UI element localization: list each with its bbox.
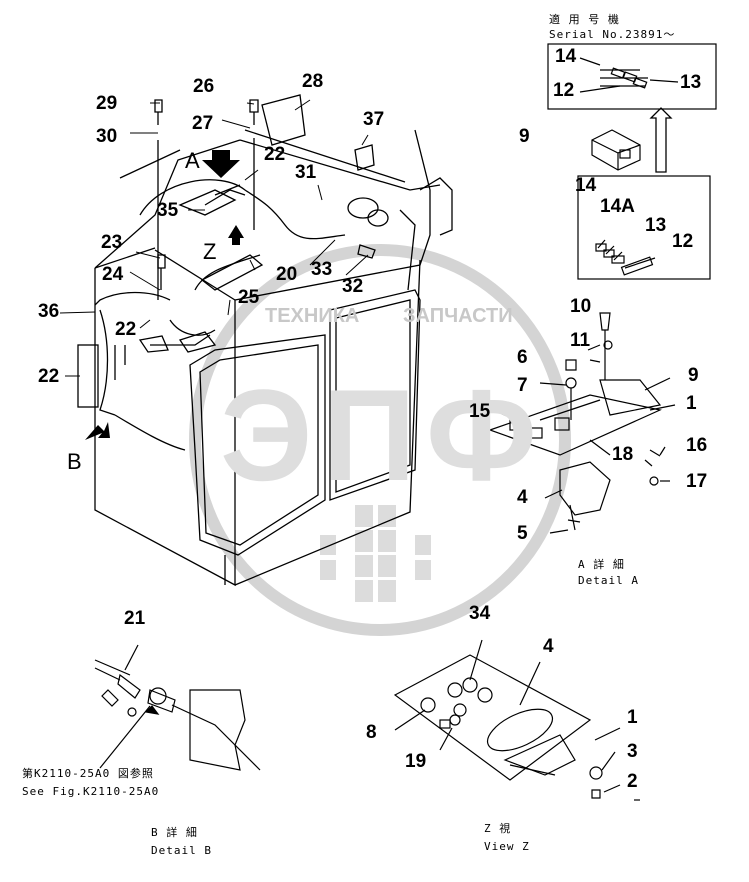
serial-box (547, 43, 717, 110)
serial-caption-en: Serial No.23891～ (549, 28, 676, 41)
callout-17: 17 (686, 471, 708, 492)
detail-b (94, 644, 261, 771)
callout-22-top: 22 (264, 144, 286, 165)
callout-37: 37 (363, 109, 385, 130)
callout-25: 25 (238, 287, 260, 308)
callout-31: 31 (295, 162, 317, 183)
wire-harness (77, 99, 376, 451)
serial-callout-12: 12 (553, 80, 575, 101)
callout-29: 29 (96, 93, 118, 114)
arrow-a-icon (202, 150, 240, 178)
watermark-right: ЗАПЧАСТИ (403, 305, 513, 327)
callout-33: 33 (311, 259, 333, 280)
detail-b-caption-jp: B 詳 細 (151, 826, 198, 839)
callout-8: 8 (366, 722, 377, 743)
serial-callout-14: 14 (555, 46, 577, 67)
callout-4-z: 4 (543, 636, 554, 657)
callout-26: 26 (193, 76, 215, 97)
callout-34: 34 (469, 603, 491, 624)
arrow-b-icon (85, 422, 110, 440)
callout-35: 35 (157, 200, 179, 221)
callout-36: 36 (38, 301, 60, 322)
callout-12: 12 (672, 231, 694, 252)
view-label-b: B (67, 449, 82, 474)
view-label-a: A (185, 148, 200, 173)
callout-11: 11 (570, 330, 591, 351)
callout-14a: 14A (600, 196, 635, 217)
callout-22-mid: 22 (115, 319, 137, 340)
view-arrows (85, 107, 673, 440)
detail-a-caption-jp: A 詳 細 (578, 558, 625, 571)
ref-caption-jp: 第K2110-25A0 図参照 (22, 767, 154, 780)
view-z (393, 639, 640, 801)
watermark-big: ЭПФ (220, 362, 547, 508)
callout-21: 21 (124, 608, 146, 629)
callout-9: 9 (688, 365, 699, 386)
view-label-z: Z (203, 239, 217, 264)
ref-caption-en: See Fig.K2110-25A0 (22, 785, 160, 798)
callout-30: 30 (96, 126, 118, 147)
callout-7: 7 (517, 375, 528, 396)
cab-body (94, 129, 431, 587)
callout-6: 6 (517, 347, 528, 368)
callout-2: 2 (627, 771, 638, 792)
callout-27: 27 (192, 113, 214, 134)
callout-13: 13 (645, 215, 667, 236)
view-z-caption-jp: Z 視 (484, 822, 512, 835)
detail-a (488, 129, 711, 534)
watermark-wheat (320, 505, 431, 602)
callout-15: 15 (469, 401, 491, 422)
callout-22-left: 22 (38, 366, 60, 387)
detail-b-caption-en: Detail B (151, 844, 212, 857)
roof-frame (239, 94, 453, 291)
arrow-up-icon (649, 107, 673, 173)
callout-1-a: 1 (686, 393, 697, 414)
leader-lines-main (59, 99, 369, 377)
watermark-left: ТЕХНИКА (265, 305, 360, 327)
callout-10: 10 (570, 296, 592, 317)
callout-14: 14 (575, 175, 597, 196)
serial-callout-13: 13 (680, 72, 702, 93)
callout-1-z: 1 (627, 707, 638, 728)
callout-20: 20 (276, 264, 298, 285)
callout-5: 5 (517, 523, 528, 544)
view-z-caption-en: View Z (484, 840, 530, 853)
arrow-z-icon (228, 225, 244, 245)
callout-32: 32 (342, 276, 364, 297)
callout-16: 16 (686, 435, 708, 456)
callout-19: 19 (405, 751, 427, 772)
detail-a-caption-en: Detail A (578, 574, 639, 587)
serial-caption-jp: 適 用 号 機 (549, 13, 620, 26)
callout-18: 18 (612, 444, 634, 465)
callout-3: 3 (627, 741, 638, 762)
callout-9-top: 9 (519, 126, 530, 147)
callout-28: 28 (302, 71, 324, 92)
callout-24: 24 (102, 264, 124, 285)
callout-23: 23 (101, 232, 123, 253)
callout-4-a: 4 (517, 487, 528, 508)
